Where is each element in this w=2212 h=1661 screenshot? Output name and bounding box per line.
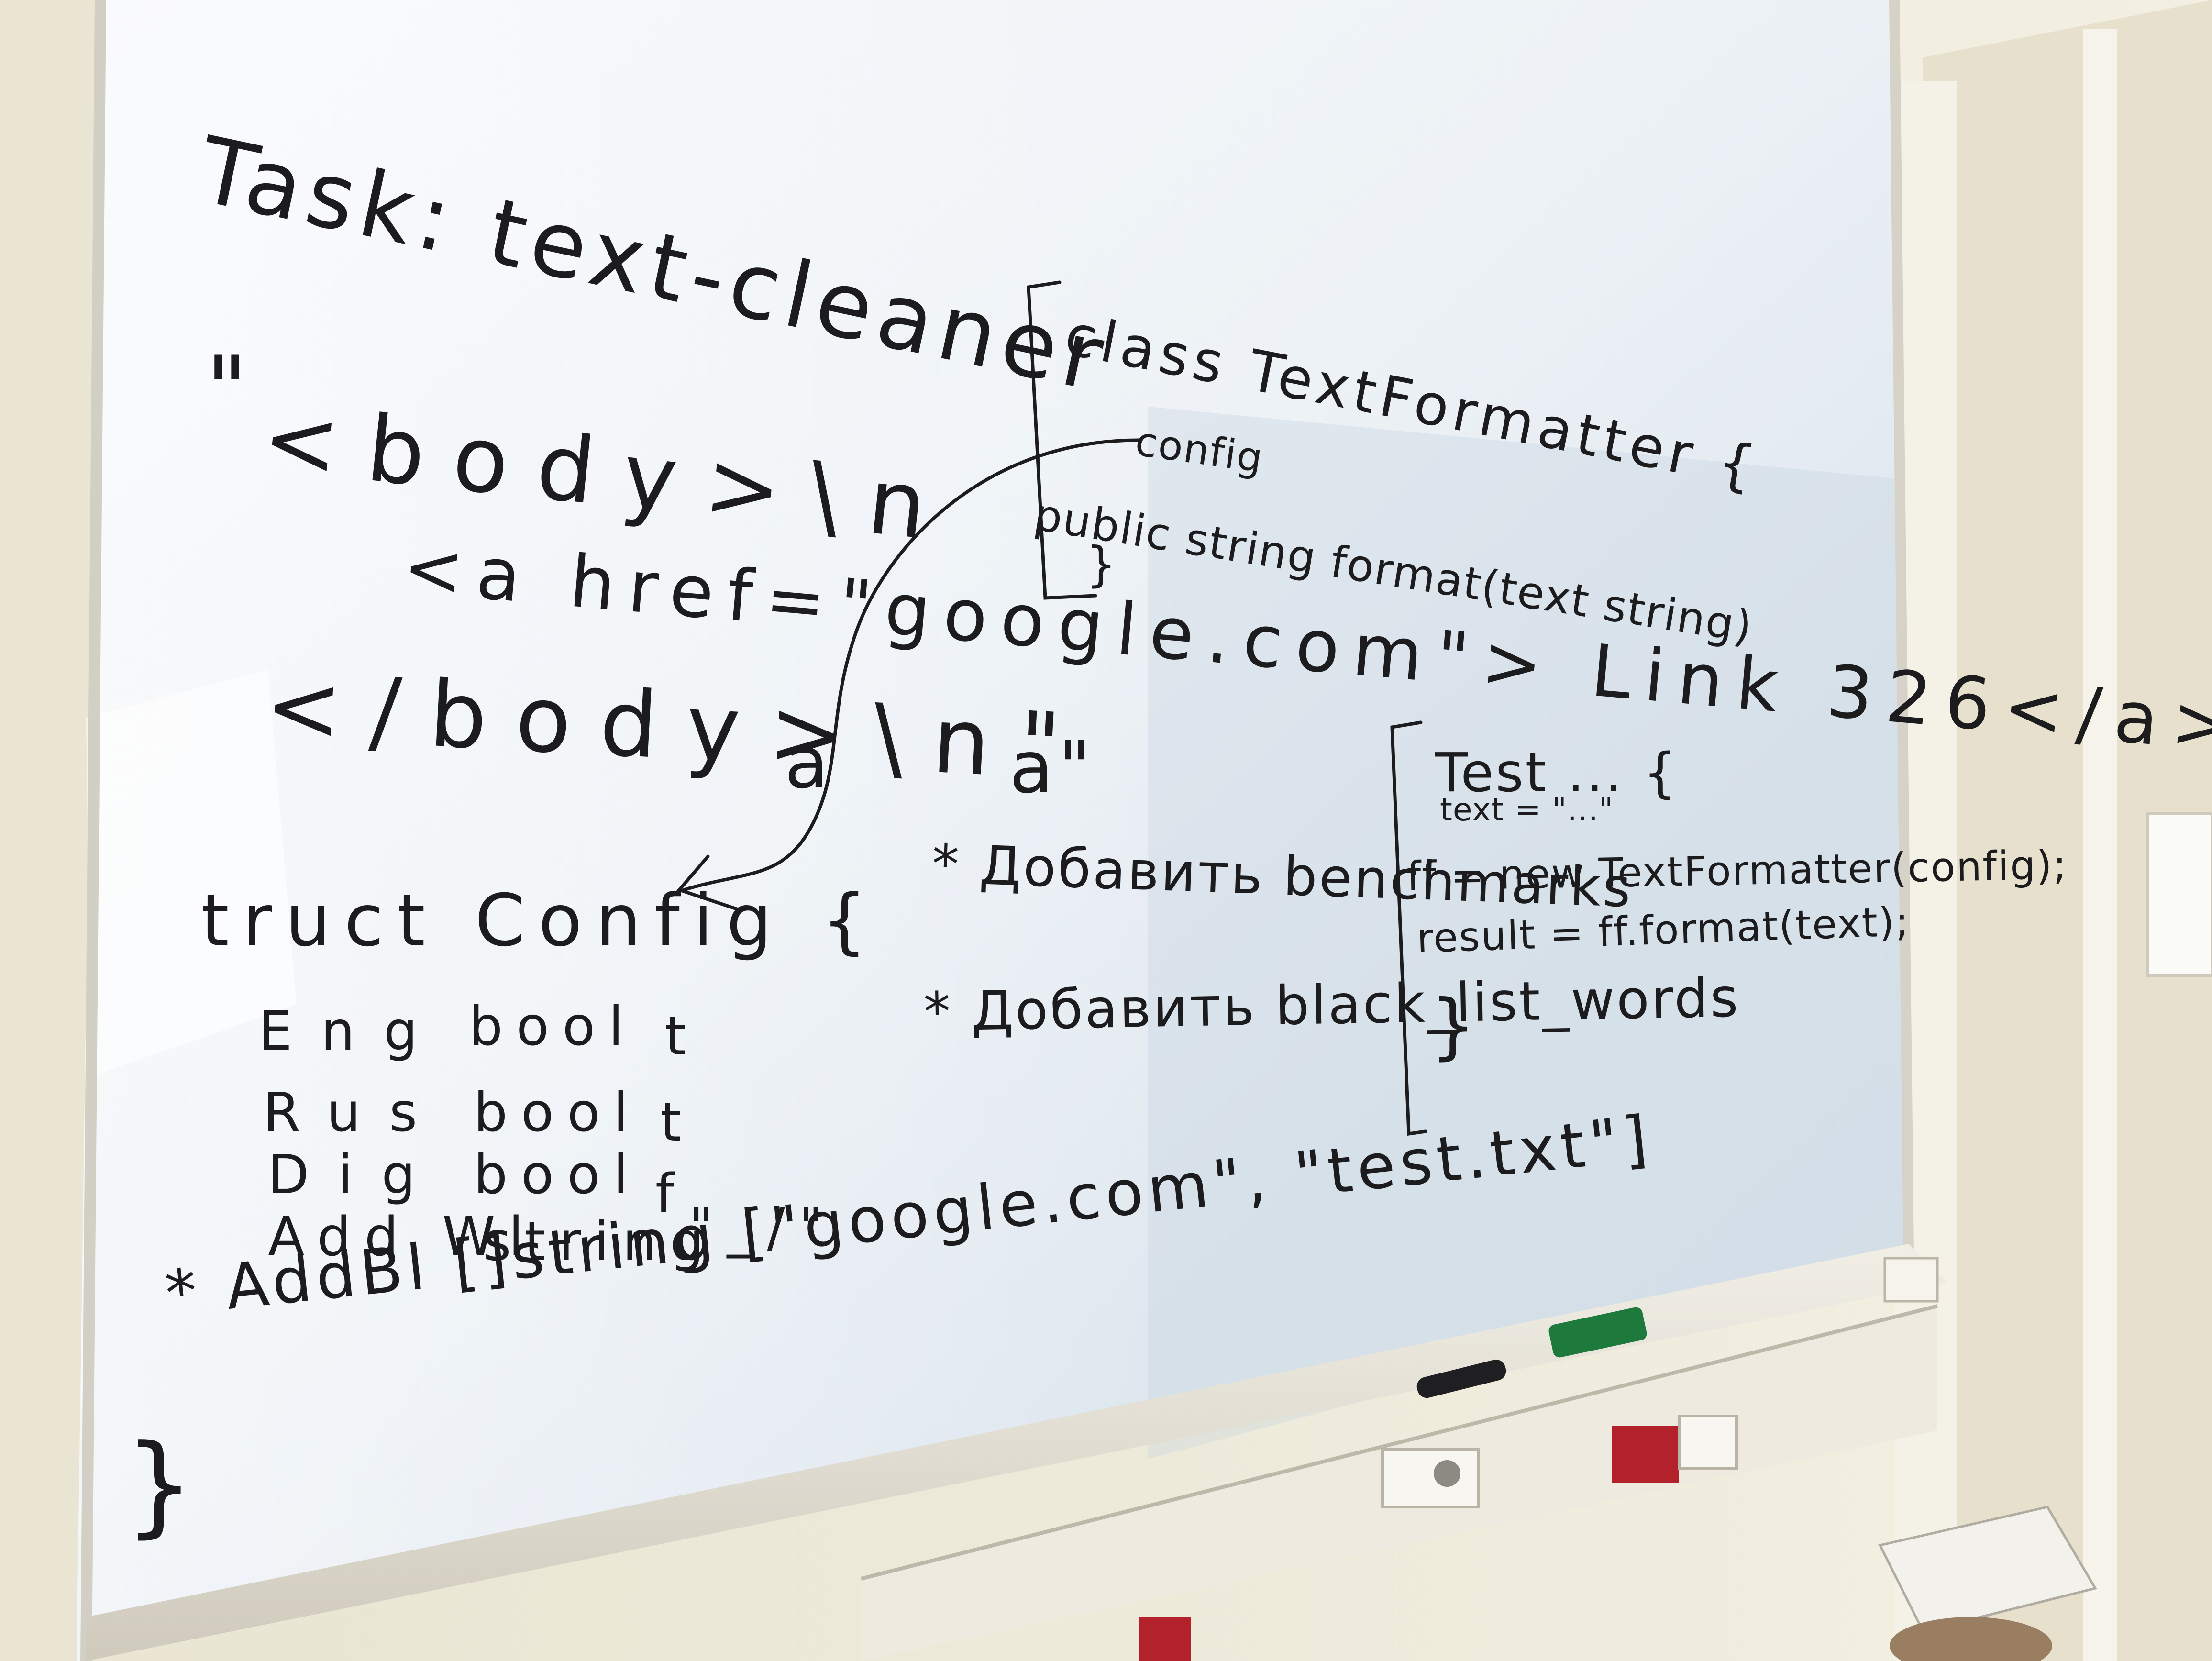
eraser-green	[1548, 1307, 1647, 1358]
struct-field-value-eng: t	[665, 1005, 688, 1067]
struct-field-name-eng: Eng	[258, 1000, 446, 1063]
struct-closing-brace: }	[124, 1421, 201, 1549]
marker-black	[1416, 1359, 1506, 1398]
test-box-bracket	[1390, 720, 1427, 1136]
socket-hole	[1434, 1460, 1460, 1487]
corner-edge	[2083, 29, 2117, 1661]
trunking-edge	[861, 1304, 1938, 1581]
struct-field-type-addwl: string	[483, 1211, 718, 1273]
struct-field-type-rus: bool	[474, 1082, 642, 1144]
wall-socket-right	[1678, 1415, 1738, 1470]
struct-field-value-addwl: "_/"	[689, 1196, 837, 1259]
struct-header: truct Config {	[201, 879, 881, 963]
struct-field-value-dig: f	[655, 1163, 676, 1225]
struct-field-name-dig: Dig	[268, 1144, 444, 1206]
whiteboard-frame	[80, 0, 106, 1661]
config-arrow	[682, 438, 1140, 892]
todo-black-list-words: * Добавить black_list_words	[923, 967, 1741, 1043]
config-arrowhead	[676, 854, 739, 911]
red-socket	[1612, 1426, 1679, 1483]
whiteboard-shade	[1148, 407, 1909, 1459]
marker-tray	[86, 1244, 1947, 1661]
test-ff-line: ff = new TextFormatter(config);	[1406, 841, 2068, 900]
floor-object	[1890, 1617, 2052, 1661]
struct-field-value-rus: t	[660, 1091, 683, 1153]
red-socket-low	[1139, 1617, 1191, 1661]
test-close: }	[1430, 985, 1481, 1068]
papers-floor	[1878, 1506, 2097, 1633]
test-text-line: text = "..."	[1440, 791, 1614, 828]
window-reflection	[86, 670, 297, 1076]
code-open-quote: "	[206, 337, 254, 443]
whiteboard-frame-right	[1889, 0, 1914, 1254]
code-a-left: a	[785, 721, 833, 805]
test-header: Test ... {	[1435, 742, 1679, 804]
corner-wall	[1923, 0, 2212, 1661]
class-method-close: }	[1086, 536, 1117, 592]
panel-box	[2146, 812, 2212, 977]
struct-field-type-eng: bool	[469, 996, 637, 1058]
struct-field-name-rus: Rus	[263, 1082, 446, 1144]
whiteboard-glare	[77, 0, 1220, 1661]
switch-plate	[1883, 1257, 1939, 1303]
class-box-bracket	[1027, 280, 1097, 600]
struct-field-type-dig: bool	[474, 1144, 642, 1206]
wall-socket	[1381, 1448, 1480, 1508]
struct-field-name-addwl: Add Wl	[268, 1206, 537, 1268]
code-a-right: a"	[1009, 726, 1096, 809]
